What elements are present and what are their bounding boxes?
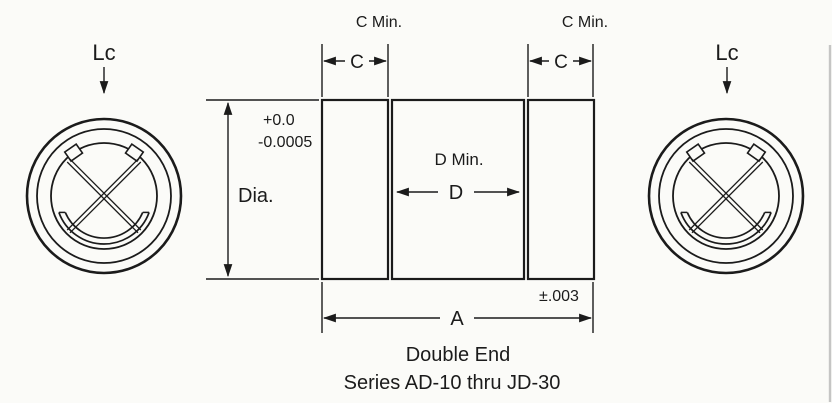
dim-a-label: A: [450, 308, 464, 330]
caption-title: Double End: [406, 344, 511, 366]
dia-label: Dia.: [238, 185, 274, 207]
dim-c-left-label: C: [350, 52, 364, 73]
lc-label-left: Lc: [92, 40, 115, 65]
c-min-label-left: C Min.: [356, 14, 402, 31]
c-min-label-right: C Min.: [562, 14, 608, 31]
dim-d-label: D: [449, 182, 463, 204]
dia-tolerance-lower: -0.0005: [258, 134, 312, 151]
side-view-right-section: [526, 98, 596, 281]
dia-tolerance-upper: +0.0: [263, 112, 295, 129]
a-tolerance-label: ±.003: [539, 288, 579, 305]
dim-c-right-label: C: [554, 52, 568, 73]
side-view-left-section: [320, 98, 390, 281]
caption-series: Series AD-10 thru JD-30: [344, 372, 561, 394]
left-end-view: [25, 117, 183, 275]
right-end-view: [647, 117, 805, 275]
side-view-middle-section: [390, 98, 526, 281]
lc-label-right: Lc: [715, 40, 738, 65]
d-min-label: D Min.: [434, 150, 483, 169]
